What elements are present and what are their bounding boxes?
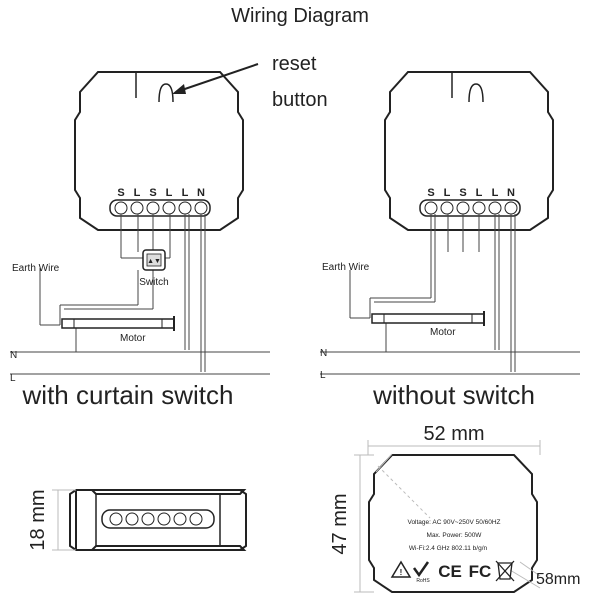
left-earth-wire-label: Earth Wire [12, 263, 60, 274]
left-terminal-screws [114, 201, 208, 215]
terminal-label: L [492, 187, 499, 199]
callout-button: button [272, 89, 328, 111]
side-view-screws [109, 512, 203, 526]
left-line-n: N [10, 350, 17, 361]
rcm-check-icon [412, 561, 430, 578]
power-spec: Max. Power: 500W [427, 532, 483, 539]
left-wiring [10, 214, 270, 375]
warning-triangle-icon [390, 560, 412, 578]
left-motor [61, 316, 175, 331]
terminal-label: L [134, 187, 141, 199]
front-view [368, 454, 538, 593]
left-module [74, 71, 244, 231]
right-line-n: N [320, 348, 327, 359]
diagram-title: Wiring Diagram [231, 5, 369, 27]
terminal-label: L [444, 187, 451, 199]
width-dimension-label: 52 mm [423, 423, 484, 445]
height-dimension [52, 489, 76, 551]
curtain-switch: ▲▼ [142, 249, 166, 271]
svg-text:RoHS: RoHS [416, 578, 430, 584]
right-motor [371, 311, 485, 326]
certification-marks: ! RoHS CE FC [390, 560, 515, 584]
terminal-label: S [459, 187, 466, 199]
terminal-block [419, 199, 521, 217]
side-view [69, 489, 247, 551]
svg-text:▲▼: ▲▼ [147, 258, 161, 265]
ce-mark: CE [438, 562, 462, 581]
reset-button-icon [158, 83, 174, 103]
terminal-label: S [427, 187, 434, 199]
terminal-label: S [149, 187, 156, 199]
right-line-l: L [320, 370, 326, 381]
wifi-spec: Wi-Fi:2.4 GHz 802.11 b/g/n [409, 545, 488, 552]
right-wiring [320, 214, 580, 375]
left-line-l: L [10, 373, 16, 384]
callout-arrow [175, 63, 259, 93]
voltage-spec: Voltage: AC 90V~250V 50/60HZ [407, 519, 500, 526]
height-dimension-label: 18 mm [27, 489, 49, 550]
terminal-label: L [166, 187, 173, 199]
left-caption: with curtain switch [22, 380, 234, 410]
dimension-guides [354, 440, 541, 593]
terminal-block [109, 199, 211, 217]
callout-arrowhead [172, 84, 186, 94]
right-earth-wire-label: Earth Wire [322, 262, 370, 273]
right-module [384, 71, 554, 231]
left-motor-label: Motor [120, 333, 146, 344]
callout-reset: reset [272, 53, 317, 75]
terminal-label: N [197, 187, 205, 199]
depth-dimension-label: 47 mm [329, 493, 351, 554]
weee-bin-icon [495, 560, 515, 582]
fcc-mark: FC [469, 562, 492, 581]
terminal-label: N [507, 187, 515, 199]
left-terminal-labels: S L S L L N [117, 187, 205, 199]
right-terminal-screws [424, 201, 518, 215]
terminal-label: L [182, 187, 189, 199]
thickness-dimension-label: 58mm [536, 571, 580, 588]
right-motor-label: Motor [430, 327, 456, 338]
right-terminal-labels: S L S L L N [427, 187, 515, 199]
reset-button-icon [468, 83, 484, 103]
switch-label: Switch [139, 277, 168, 288]
terminal-label: L [476, 187, 483, 199]
svg-text:!: ! [400, 568, 403, 577]
right-caption: without switch [372, 380, 535, 410]
terminal-label: S [117, 187, 124, 199]
